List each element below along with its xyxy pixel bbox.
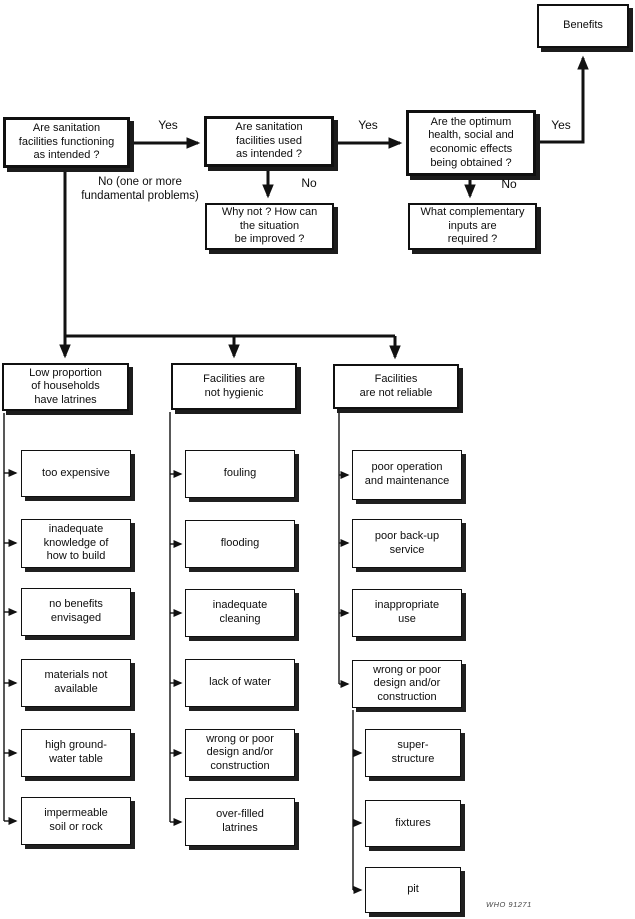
- subitem-fixtures: fixtures: [365, 800, 461, 847]
- label-yes-1: Yes: [158, 118, 178, 132]
- node-complementary-inputs: What complementary inputs are required ?: [408, 203, 537, 250]
- main-flow-arrows: [59, 55, 589, 360]
- subitem-superstructure: super- structure: [365, 729, 461, 777]
- item-fouling: fouling: [185, 450, 295, 498]
- item-no-benefits-envisaged: no benefits envisaged: [21, 588, 131, 636]
- item-wrong-design-construction-hygienic: wrong or poor design and/or construction: [185, 729, 295, 777]
- item-impermeable-soil-rock: impermeable soil or rock: [21, 797, 131, 845]
- label-no-fundamental-problems: No (one or more fundamental problems): [81, 176, 199, 203]
- item-high-groundwater-table: high ground- water table: [21, 729, 131, 777]
- item-poor-backup-service: poor back-up service: [352, 519, 462, 568]
- item-inadequate-cleaning: inadequate cleaning: [185, 589, 295, 637]
- item-materials-not-available: materials not available: [21, 659, 131, 707]
- figure-credit: WHO 91271: [486, 900, 532, 909]
- header-low-proportion-latrines: Low proportion of households have latrin…: [2, 363, 129, 411]
- label-no-used: No: [301, 176, 317, 190]
- subitem-pit: pit: [365, 867, 461, 913]
- item-lack-of-water: lack of water: [185, 659, 295, 707]
- node-question-facilities-functioning: Are sanitation facilities functioning as…: [3, 117, 130, 168]
- item-flooding: flooding: [185, 520, 295, 568]
- header-facilities-not-hygienic: Facilities are not hygienic: [171, 363, 297, 410]
- node-benefits: Benefits: [537, 4, 629, 48]
- item-inadequate-knowledge: inadequate knowledge of how to build: [21, 519, 131, 568]
- item-wrong-design-construction-reliable: wrong or poor design and/or construction: [352, 660, 462, 708]
- label-no-effects: No: [501, 177, 517, 191]
- node-why-not-improve: Why not ? How can the situation be impro…: [205, 203, 334, 250]
- node-question-optimum-effects: Are the optimum health, social and econo…: [406, 110, 536, 176]
- label-yes-3: Yes: [551, 118, 571, 132]
- item-too-expensive: too expensive: [21, 450, 131, 497]
- label-yes-2: Yes: [358, 118, 378, 132]
- node-question-facilities-used: Are sanitation facilities used as intend…: [204, 116, 334, 167]
- header-facilities-not-reliable: Facilities are not reliable: [333, 364, 459, 409]
- item-overfilled-latrines: over-filled latrines: [185, 798, 295, 846]
- column-branch-arrows: [3, 411, 363, 894]
- item-inappropriate-use: inappropriate use: [352, 589, 462, 637]
- item-poor-operation-maintenance: poor operation and maintenance: [352, 450, 462, 500]
